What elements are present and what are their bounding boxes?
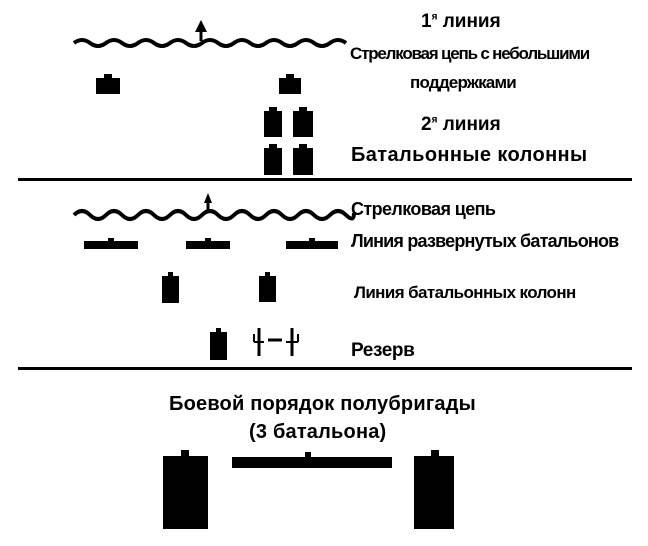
reserve-icons [210, 328, 299, 360]
reserve-label: Резерв [351, 340, 415, 361]
battalion-column-icons-2 [162, 272, 276, 303]
skirmish-line-1-icon [72, 20, 348, 48]
column-line-label: Линия батальонных колонн [354, 283, 576, 302]
skirmish-line-label: Стрелковая цепь [351, 199, 496, 219]
half-brigade-icons [163, 450, 454, 529]
battalion-column-icons-1 [264, 107, 313, 175]
section-divider-2 [18, 367, 632, 370]
half-brigade-title: Боевой порядок полубригады [169, 393, 476, 415]
skirmish-line-2-icon [72, 193, 356, 221]
line1-word: линия [442, 11, 501, 32]
support-unit-icons [96, 74, 301, 94]
section-divider-1 [18, 178, 632, 181]
line1-title: 1я линия [421, 11, 501, 33]
line2-number: 2 [421, 114, 432, 135]
deployed-battalion-icons [84, 238, 338, 249]
line2-description: Батальонные колонны [351, 144, 588, 166]
line1-number: 1 [421, 11, 432, 32]
line2-suffix: я [431, 114, 438, 126]
line1-suffix: я [431, 11, 438, 23]
line2-title: 2я линия [421, 114, 501, 136]
line1-description-b: поддержками [410, 73, 517, 92]
half-brigade-subtitle: (3 батальона) [249, 421, 387, 443]
line1-description-a: Стрелковая цепь с небольшими [350, 44, 590, 63]
line2-word: линия [442, 114, 501, 135]
deployed-line-label: Линия развернутых батальонов [351, 231, 619, 251]
